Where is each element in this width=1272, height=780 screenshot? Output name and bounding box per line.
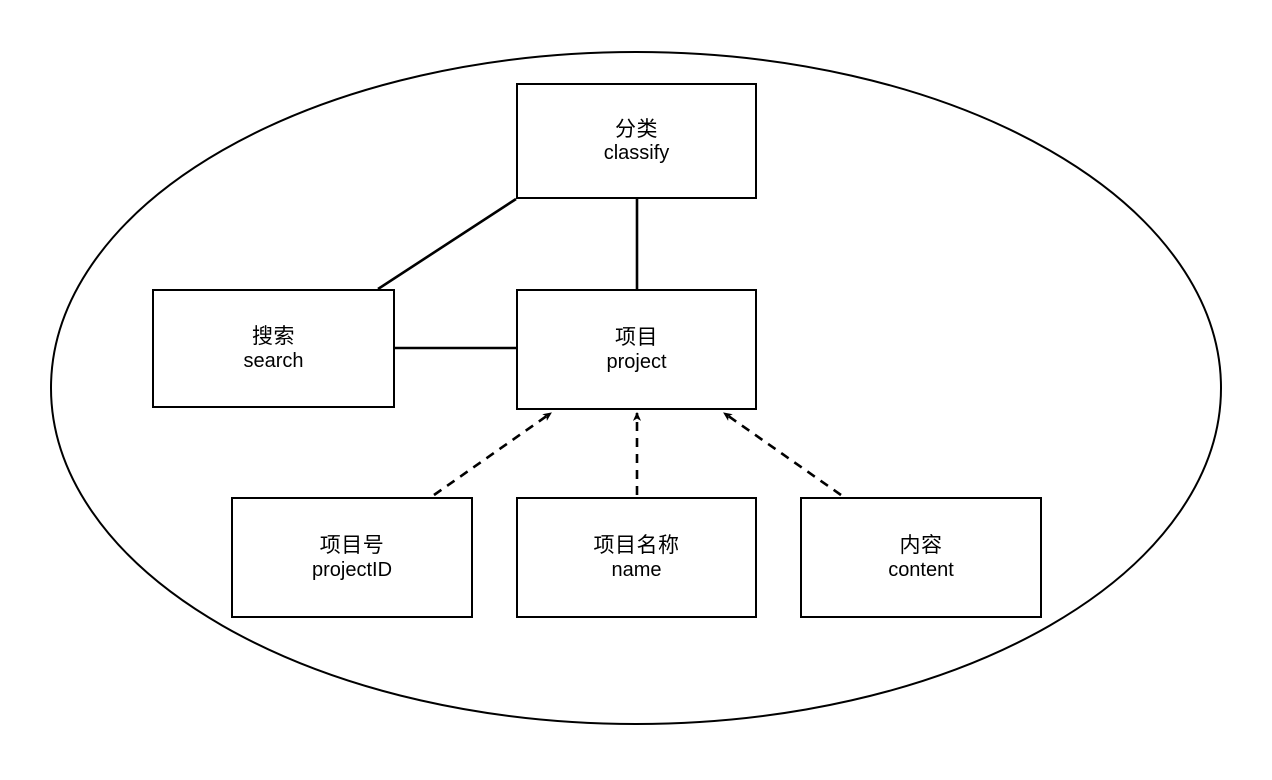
node-content-label-cn: 内容 [899,534,943,558]
edge-content-project [723,411,842,497]
node-classify[interactable]: 分类 classify [516,83,757,199]
node-projectid[interactable]: 项目号 projectID [231,497,473,618]
node-content[interactable]: 内容 content [800,497,1042,618]
node-project-label-cn: 项目 [615,326,658,350]
node-name[interactable]: 项目名称 name [516,497,757,618]
node-search[interactable]: 搜索 search [152,289,395,408]
node-project-label-en: project [606,350,667,373]
node-classify-label-cn: 分类 [615,117,658,141]
edge-classify-search [377,197,517,291]
node-name-label-en: name [611,558,662,581]
node-projectid-label-cn: 项目号 [319,534,385,558]
node-search-label-cn: 搜索 [252,325,295,349]
node-search-label-en: search [243,349,304,372]
node-name-label-cn: 项目名称 [593,534,680,558]
edge-projectid-project [433,411,552,497]
node-projectid-label-en: projectID [311,558,393,581]
node-content-label-en: content [888,558,954,581]
node-classify-label-en: classify [603,142,670,165]
node-project[interactable]: 项目 project [516,289,757,410]
